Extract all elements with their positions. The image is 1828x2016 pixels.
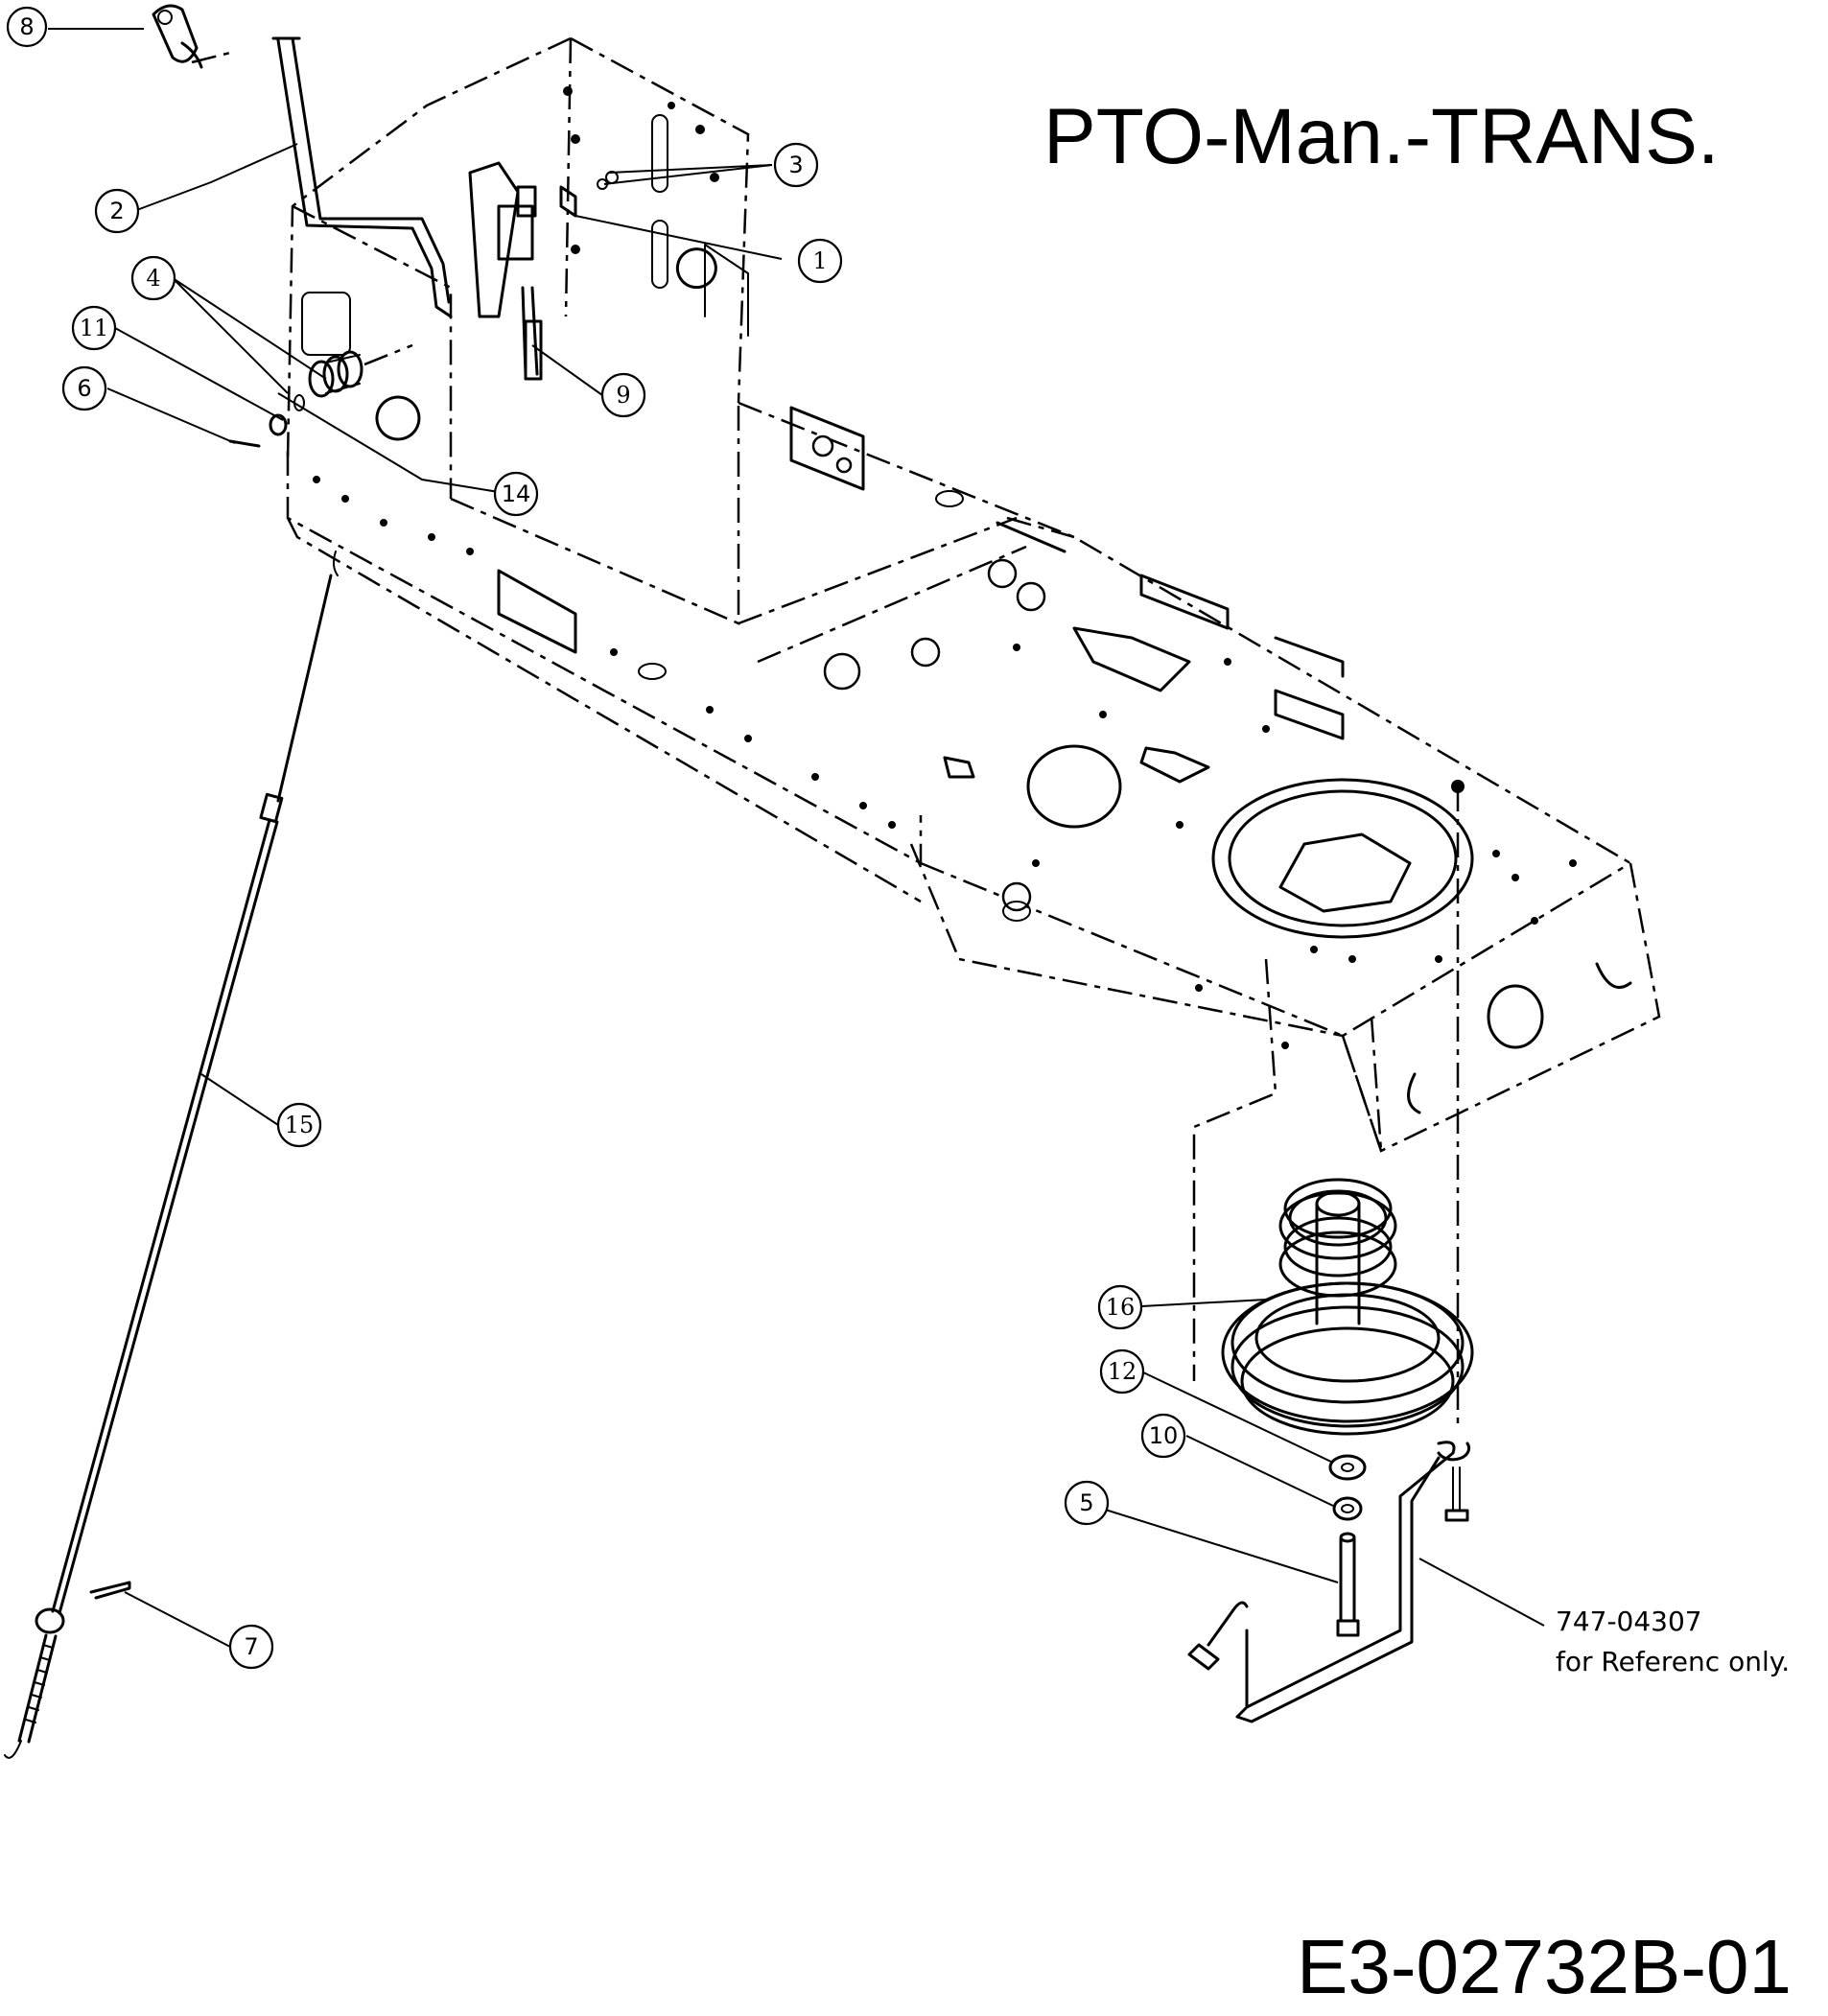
bolt — [1336, 1532, 1360, 1637]
pto-cable — [4, 551, 339, 1759]
callout-10: 10 — [1140, 1413, 1186, 1459]
pivot-bracket — [497, 171, 619, 381]
svg-text:14: 14 — [502, 481, 531, 507]
reference-part-number: 747-04307 — [1556, 1606, 1702, 1637]
cotter-pin — [89, 1581, 131, 1600]
tractor-frame — [286, 36, 1661, 1429]
svg-text:9: 9 — [616, 382, 630, 409]
svg-text:4: 4 — [146, 265, 160, 292]
engine-pulley — [1221, 1178, 1474, 1436]
svg-text:6: 6 — [77, 375, 91, 402]
callout-1: 1 — [797, 238, 843, 284]
bushing-stack — [228, 343, 413, 448]
leader-lines — [48, 28, 1545, 1648]
svg-text:3: 3 — [788, 152, 803, 178]
svg-text:5: 5 — [1079, 1489, 1093, 1516]
callout-4: 4 — [130, 255, 176, 301]
reference-bracket — [1187, 1441, 1471, 1723]
svg-text:8: 8 — [19, 13, 34, 40]
callout-16: 16 — [1097, 1284, 1143, 1330]
svg-text:7: 7 — [244, 1633, 258, 1660]
svg-text:15: 15 — [285, 1112, 315, 1138]
diagram-title: PTO-Man.-TRANS. — [1043, 93, 1720, 180]
svg-text:16: 16 — [1106, 1294, 1136, 1321]
callout-15: 15 — [276, 1102, 322, 1148]
callout-2: 2 — [94, 188, 140, 234]
svg-text:12: 12 — [1108, 1358, 1137, 1385]
svg-text:10: 10 — [1149, 1422, 1179, 1449]
washer — [1328, 1454, 1367, 1481]
callout-12: 12 — [1099, 1348, 1145, 1395]
callout-3: 3 — [773, 142, 819, 188]
nut — [1332, 1496, 1363, 1521]
callout-6: 6 — [61, 365, 107, 411]
pto-lever-assembly — [152, 4, 453, 318]
callout-11: 11 — [71, 305, 117, 351]
svg-text:2: 2 — [109, 198, 124, 224]
callout-9: 9 — [600, 372, 646, 418]
drawing-code: E3-02732B-01 — [1297, 1924, 1792, 2009]
callout-14: 14 — [493, 471, 539, 517]
svg-text:11: 11 — [80, 315, 109, 341]
callout-5: 5 — [1064, 1480, 1110, 1526]
callout-7: 7 — [228, 1624, 274, 1670]
svg-text:1: 1 — [812, 247, 827, 274]
callout-8: 8 — [6, 6, 48, 48]
reference-note: for Referenc only. — [1556, 1646, 1790, 1677]
